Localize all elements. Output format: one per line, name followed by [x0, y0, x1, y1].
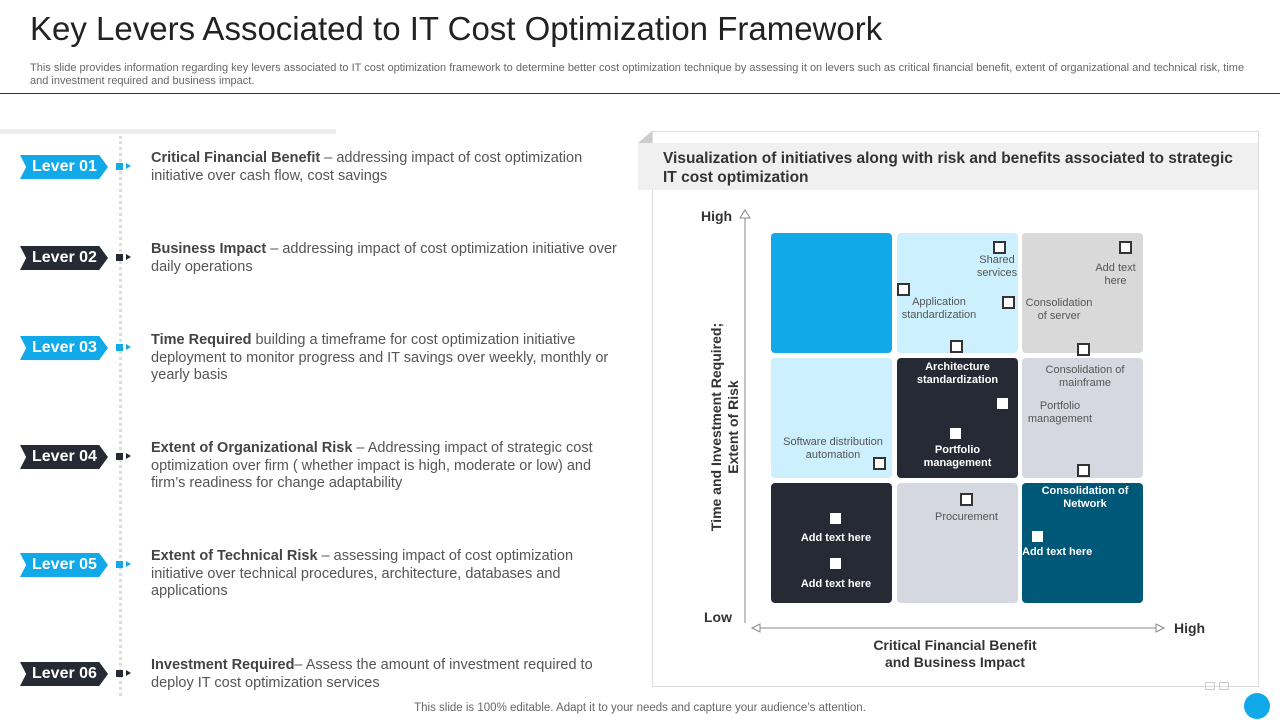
initiative-label: Consolidation of server: [1025, 297, 1093, 322]
arrow-icon: [126, 670, 131, 676]
lever-badge: Lever 04: [20, 445, 108, 469]
checkbox-icon: [1002, 296, 1015, 309]
checkbox-icon: [1032, 531, 1043, 542]
arrow-icon: [126, 254, 131, 260]
initiative-label: Application standardization: [901, 296, 977, 321]
initiative-label: Portfolio management: [1027, 400, 1093, 425]
lever-badge: Lever 01: [20, 155, 108, 179]
page-title: Key Levers Associated to IT Cost Optimiz…: [30, 10, 883, 47]
checkbox-icon: [950, 428, 961, 439]
divider: [0, 129, 336, 134]
arrow-icon: [126, 453, 131, 459]
lever-text: – addressing impact of cost optimization…: [151, 150, 583, 184]
lever-text: building a timeframe for cost optimizati…: [151, 332, 609, 383]
page-subtitle: This slide provides information regardin…: [30, 62, 1245, 87]
marker-icon: [116, 163, 123, 170]
matrix-cell: [897, 358, 1018, 478]
arrow-icon: [126, 561, 131, 567]
lever-text: – addressing impact of cost optimization…: [151, 241, 617, 275]
marker-icon: [116, 344, 123, 351]
footer-note: This slide is 100% editable. Adapt it to…: [414, 702, 866, 714]
marker-icon: [116, 561, 123, 568]
lever-badge: Lever 05: [20, 553, 108, 577]
matrix-cell: [1022, 483, 1143, 603]
lever-text: – assessing impact of cost optimization …: [151, 548, 574, 599]
checkbox-icon: [873, 457, 886, 470]
arrow-icon: [126, 163, 131, 169]
initiative-label: Portfolio management: [923, 444, 992, 469]
marker-icon: [116, 670, 123, 677]
visualization-panel: [652, 131, 1259, 687]
lever-badge: Lever 06: [20, 662, 108, 686]
lever-description: Time Required building a timeframe for c…: [151, 332, 626, 385]
panel-fold: [638, 131, 652, 143]
initiative-label: Software distribution automation: [783, 436, 883, 461]
lever-text: – Assess the amount of investment requir…: [151, 657, 593, 691]
matrix-cell: [897, 483, 1018, 603]
x-axis-high: High: [1174, 620, 1206, 636]
checkbox-icon: [997, 398, 1008, 409]
brand-dot: [1244, 693, 1270, 719]
checkbox-icon: [1077, 343, 1090, 356]
divider: [0, 93, 1280, 94]
lever-description: Critical Financial Benefit – addressing …: [151, 150, 626, 185]
arrow-icon: [126, 344, 131, 350]
lever-description: Investment Required– Assess the amount o…: [151, 657, 626, 692]
initiative-label: Add text here: [800, 532, 872, 544]
initiative-label: Consolidation of Network: [1041, 485, 1129, 510]
lever-title: Critical Financial Benefit: [151, 150, 321, 166]
lever-title: Business Impact: [151, 241, 267, 257]
lever-description: Business Impact – addressing impact of c…: [151, 241, 626, 276]
lever-title: Investment Required: [151, 657, 295, 673]
checkbox-icon: [1077, 464, 1090, 477]
lever-title: Extent of Technical Risk: [151, 548, 318, 564]
axes: [739, 209, 1166, 633]
lever-title: Extent of Organizational Risk: [151, 440, 353, 456]
initiative-label: Add text here: [1095, 262, 1136, 287]
checkbox-icon: [1119, 241, 1132, 254]
checkbox-icon: [830, 513, 841, 524]
initiative-label: Architecture standardization: [916, 361, 999, 386]
initiative-label: Consolidation of mainframe: [1045, 364, 1125, 389]
lever-badge: Lever 03: [20, 336, 108, 360]
checkbox-icon: [993, 241, 1006, 254]
marker-icon: [116, 453, 123, 460]
timeline-line: [119, 136, 122, 696]
y-axis-high: High: [701, 208, 733, 224]
checkbox-icon: [960, 493, 973, 506]
nav-next-icon[interactable]: [1219, 682, 1229, 690]
checkbox-icon: [830, 558, 841, 569]
matrix-cell: [771, 358, 892, 478]
matrix-cell: [771, 233, 892, 353]
checkbox-icon: [950, 340, 963, 353]
y-axis-label: Time and Investment Required; Extent of …: [708, 322, 741, 532]
matrix-cell: [771, 483, 892, 603]
lever-description: Extent of Technical Risk – assessing imp…: [151, 548, 626, 601]
initiative-label: Shared services: [976, 254, 1018, 279]
panel-heading: Visualization of initiatives along with …: [638, 143, 1258, 190]
lever-badge: Lever 02: [20, 246, 108, 270]
initiative-label: Add text here: [800, 578, 872, 590]
initiative-label: Procurement: [935, 511, 998, 523]
matrix-cell: [1022, 358, 1143, 478]
lever-text: – Addressing impact of strategic cost op…: [151, 440, 593, 491]
marker-icon: [116, 254, 123, 261]
lever-title: Time Required: [151, 332, 252, 348]
initiative-label: Add text here: [1022, 546, 1093, 558]
x-axis-label: Critical Financial Benefit and Business …: [873, 637, 1037, 670]
lever-description: Extent of Organizational Risk – Addressi…: [151, 440, 626, 493]
nav-prev-icon[interactable]: [1205, 682, 1215, 690]
checkbox-icon: [897, 283, 910, 296]
y-axis-low: Low: [704, 609, 732, 625]
